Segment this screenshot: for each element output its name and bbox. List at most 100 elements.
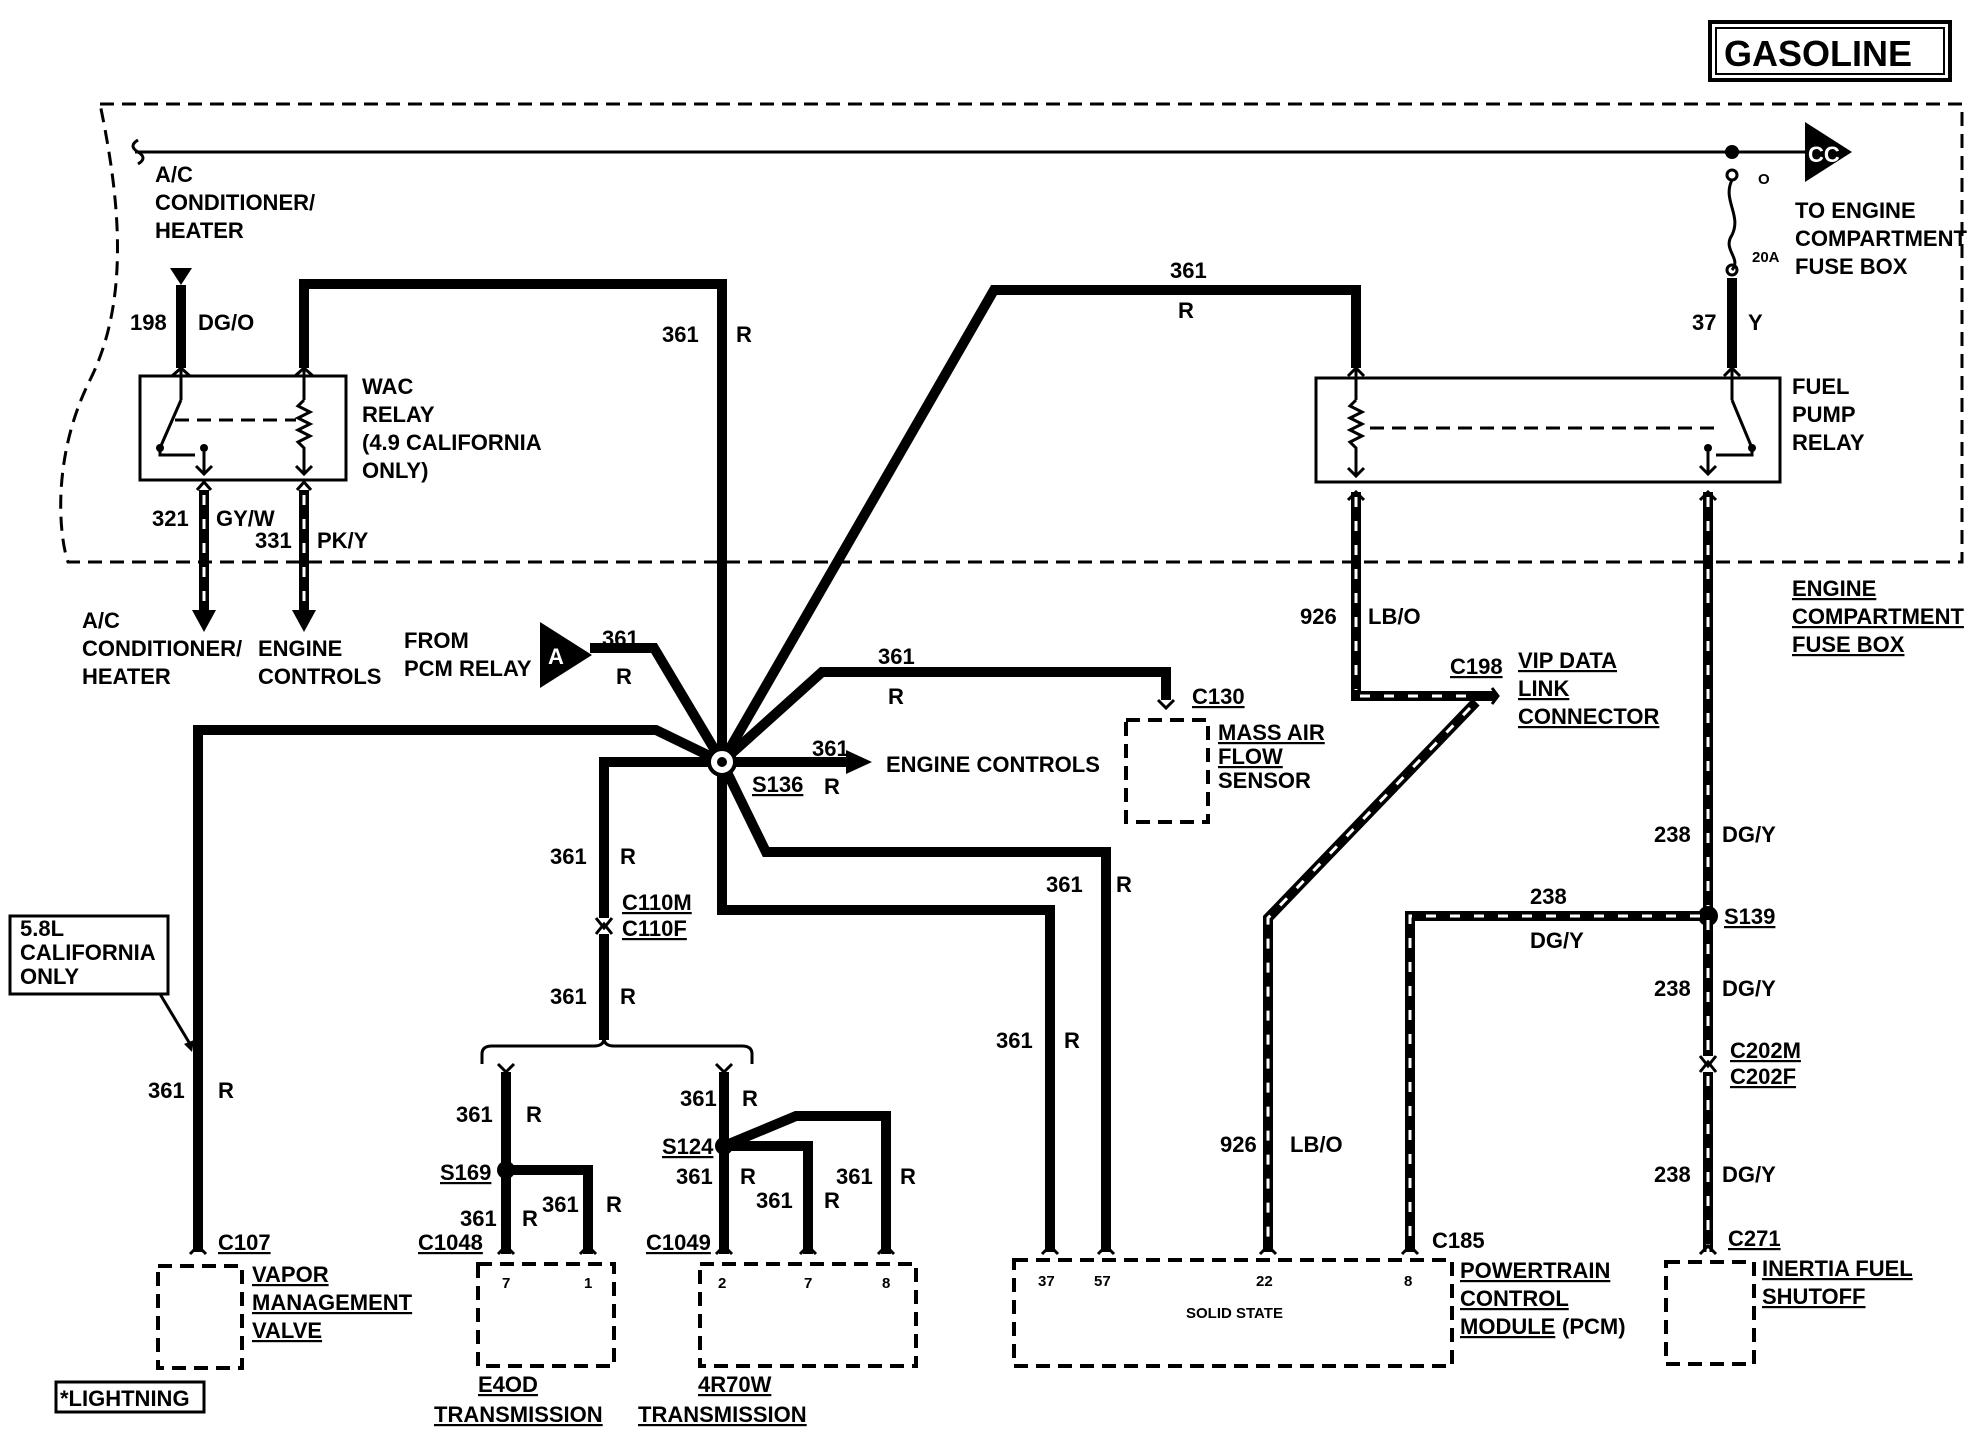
svg-text:331: 331 <box>255 528 292 553</box>
e4od-transmission: 7 1 361 R S169 361 R 361 R C1048 E4OD TR… <box>418 1062 622 1427</box>
svg-text:C185: C185 <box>1432 1228 1485 1253</box>
svg-text:Y: Y <box>1748 310 1763 335</box>
svg-text:R: R <box>522 1206 538 1231</box>
ac-source-label: A/C CONDITIONER/ HEATER <box>155 162 315 243</box>
svg-text:361: 361 <box>602 626 639 651</box>
fuel-pump-relay: 361 R 37 Y FUEL PUMP RELAY ENGINE COMPAR… <box>717 258 1964 916</box>
svg-text:361: 361 <box>460 1206 497 1231</box>
svg-text:POWERTRAIN: POWERTRAIN <box>1460 1258 1610 1283</box>
svg-text:1: 1 <box>584 1275 592 1292</box>
inertia-fuel-shutoff: C271 INERTIA FUEL SHUTOFF <box>1664 1226 1913 1366</box>
svg-text:7: 7 <box>502 1275 510 1292</box>
mass-air-flow-sensor: C130 MASS AIR FLOW SENSOR <box>1124 684 1325 824</box>
svg-text:C202F: C202F <box>1730 1064 1796 1089</box>
svg-text:DG/Y: DG/Y <box>1722 1162 1776 1187</box>
svg-text:C107: C107 <box>218 1230 271 1255</box>
svg-text:SHUTOFF: SHUTOFF <box>1762 1284 1865 1309</box>
svg-text:S136: S136 <box>752 772 803 797</box>
svg-text:MANAGEMENT: MANAGEMENT <box>252 1290 413 1315</box>
powertrain-control-module: 37 57 22 8 SOLID STATE C185 POWERTRAIN C… <box>1012 1228 1626 1368</box>
svg-text:361: 361 <box>836 1164 873 1189</box>
svg-text:361: 361 <box>550 844 587 869</box>
svg-text:DG/O: DG/O <box>198 310 254 335</box>
svg-text:238: 238 <box>1654 1162 1691 1187</box>
svg-text:7: 7 <box>804 1275 812 1292</box>
svg-text:PK/Y: PK/Y <box>317 528 369 553</box>
top-bus: CC O 20A <box>131 122 1852 277</box>
svg-text:361: 361 <box>456 1102 493 1127</box>
svg-text:ENGINE: ENGINE <box>258 636 342 661</box>
svg-text:LB/O: LB/O <box>1368 604 1421 629</box>
svg-text:CONNECTOR: CONNECTOR <box>1518 704 1659 729</box>
svg-text:TRANSMISSION: TRANSMISSION <box>434 1402 603 1427</box>
svg-text:238: 238 <box>1654 976 1691 1001</box>
svg-text:LINK: LINK <box>1518 676 1569 701</box>
svg-text:ONLY: ONLY <box>20 964 79 989</box>
svg-text:CALIFORNIA: CALIFORNIA <box>20 940 156 965</box>
svg-text:R: R <box>526 1102 542 1127</box>
svg-text:361: 361 <box>756 1188 793 1213</box>
svg-text:FUSE BOX: FUSE BOX <box>1795 254 1908 279</box>
wac-relay: 198 DG/O WAC RELAY (4.9 CALIFORNIA ONLY)… <box>82 268 727 762</box>
svg-text:321: 321 <box>152 506 189 531</box>
svg-text:R: R <box>616 664 632 689</box>
svg-text:PUMP: PUMP <box>1792 402 1856 427</box>
california-note: 5.8L CALIFORNIA ONLY <box>8 914 194 1052</box>
c110-connector: C110M C110F 361 R <box>480 890 754 1064</box>
svg-text:MODULE: MODULE <box>1460 1314 1555 1339</box>
svg-text:DG/Y: DG/Y <box>1530 928 1584 953</box>
svg-text:FUSE BOX: FUSE BOX <box>1792 632 1905 657</box>
to-fuse-box-label: TO ENGINE COMPARTMENT FUSE BOX <box>1795 198 1967 279</box>
svg-text:SOLID STATE: SOLID STATE <box>1186 1305 1283 1322</box>
svg-text:FUEL: FUEL <box>1792 374 1849 399</box>
svg-text:CONTROLS: CONTROLS <box>258 664 381 689</box>
gasoline-badge: GASOLINE <box>1708 20 1952 82</box>
svg-text:361: 361 <box>550 984 587 1009</box>
svg-text:361: 361 <box>996 1028 1033 1053</box>
svg-text:C110F: C110F <box>622 916 687 941</box>
svg-text:COMPARTMENT: COMPARTMENT <box>1795 226 1967 251</box>
svg-text:R: R <box>620 844 636 869</box>
svg-text:HEATER: HEATER <box>155 218 244 243</box>
svg-text:RELAY: RELAY <box>1792 430 1865 455</box>
svg-text:361: 361 <box>878 644 915 669</box>
svg-text:R: R <box>824 1188 840 1213</box>
svg-text:LB/O: LB/O <box>1290 1132 1343 1157</box>
svg-text:238: 238 <box>1530 884 1567 909</box>
svg-text:C1048: C1048 <box>418 1230 483 1255</box>
svg-text:A: A <box>548 644 564 669</box>
fuse-letter: O <box>1758 171 1770 188</box>
fuse-rating: 20A <box>1752 249 1780 266</box>
svg-text:C202M: C202M <box>1730 1038 1801 1063</box>
svg-text:361: 361 <box>676 1164 713 1189</box>
svg-text:R: R <box>620 984 636 1009</box>
svg-text:361: 361 <box>1046 872 1083 897</box>
svg-text:8: 8 <box>1404 1273 1412 1290</box>
svg-text:C271: C271 <box>1728 1226 1781 1251</box>
svg-text:C130: C130 <box>1192 684 1245 709</box>
svg-text:A/C: A/C <box>82 608 120 633</box>
svg-text:DG/Y: DG/Y <box>1722 822 1776 847</box>
svg-text:57: 57 <box>1094 1273 1111 1290</box>
svg-text:238: 238 <box>1654 822 1691 847</box>
4r70w-transmission: 2 7 8 361 R S124 361 R 361 R 361 R C1049… <box>638 1062 918 1427</box>
svg-text:R: R <box>1178 298 1194 323</box>
svg-text:GY/W: GY/W <box>216 506 275 531</box>
svg-text:198: 198 <box>130 310 167 335</box>
svg-text:VAPOR: VAPOR <box>252 1262 329 1287</box>
label-361-top: 361 <box>662 322 699 347</box>
splice-s139: S139 238 DG/Y 238 DG/Y 238 DG/Y C202M C2… <box>1405 822 1801 1252</box>
svg-text:C110M: C110M <box>622 890 692 915</box>
cc-connector-icon <box>1805 122 1852 182</box>
svg-text:SENSOR: SENSOR <box>1218 768 1311 793</box>
svg-text:(4.9 CALIFORNIA: (4.9 CALIFORNIA <box>362 430 542 455</box>
svg-text:CONDITIONER/: CONDITIONER/ <box>155 190 315 215</box>
svg-text:S124: S124 <box>662 1134 714 1159</box>
svg-text:VALVE: VALVE <box>252 1318 322 1343</box>
svg-text:PCM RELAY: PCM RELAY <box>404 656 532 681</box>
svg-text:4R70W: 4R70W <box>698 1372 772 1397</box>
svg-text:ENGINE: ENGINE <box>1792 576 1876 601</box>
svg-text:926: 926 <box>1300 604 1337 629</box>
svg-text:R: R <box>1116 872 1132 897</box>
